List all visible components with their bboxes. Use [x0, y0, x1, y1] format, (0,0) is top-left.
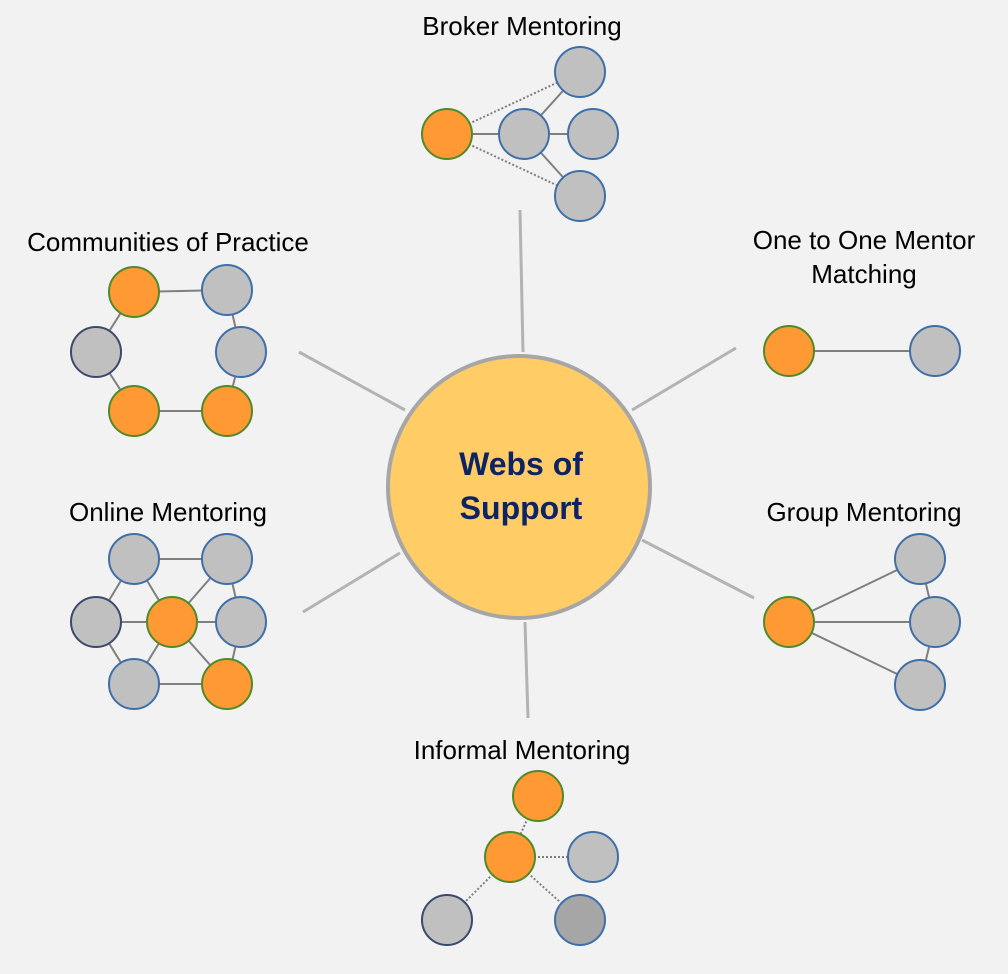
peer-node: [70, 326, 122, 378]
label-communities-of-practice: Communities of Practice: [27, 227, 309, 257]
mentor-node: [894, 659, 946, 711]
mentee-node: [146, 596, 198, 648]
mentee-node: [512, 770, 564, 822]
network-online: [70, 533, 267, 710]
mentor-node: [894, 533, 946, 585]
mentee-node: [484, 831, 536, 883]
label-online-mentoring: Online Mentoring: [69, 497, 267, 527]
mentor-node: [201, 264, 253, 316]
mentee-node: [763, 325, 815, 377]
network-one-to-one: [763, 325, 961, 377]
label-informal-mentoring: Informal Mentoring: [414, 735, 631, 765]
mentee-node: [201, 385, 253, 437]
spoke-one-to-one: [631, 346, 737, 412]
network-informal: [421, 770, 619, 946]
mentee-node: [763, 596, 815, 648]
mentor-node: [108, 533, 160, 585]
label-broker-mentoring: Broker Mentoring: [422, 11, 621, 41]
mentor-node: [498, 108, 550, 160]
spoke-online: [302, 551, 401, 614]
mentor-node-dark: [554, 894, 606, 946]
peer-node: [421, 894, 473, 946]
spoke-broker: [518, 209, 525, 353]
center-hub: Webs of Support: [386, 354, 652, 620]
label-group-mentoring: Group Mentoring: [766, 497, 961, 527]
spoke-group: [641, 538, 755, 600]
network-group: [763, 533, 961, 711]
spoke-communities: [298, 350, 406, 412]
mentor-node: [554, 46, 606, 98]
mentor-node: [909, 325, 961, 377]
mentor-node: [215, 596, 267, 648]
center-circle: [386, 354, 652, 620]
mentor-node: [567, 108, 619, 160]
mentor-node: [215, 326, 267, 378]
mentor-node: [567, 831, 619, 883]
mentor-node: [108, 658, 160, 710]
mentee-node: [108, 266, 160, 318]
network-communities: [70, 264, 267, 437]
label-one-to-one-line2: Matching: [811, 259, 917, 289]
networks: [70, 46, 961, 946]
spokes: [298, 209, 755, 719]
network-broker: [421, 46, 619, 222]
dotted-connection: [509, 795, 539, 858]
label-one-to-one-line1: One to One Mentor: [753, 225, 976, 255]
mentee-node: [108, 385, 160, 437]
peer-node: [70, 596, 122, 648]
center-title-line2: Support: [460, 490, 583, 526]
dotted-connection: [446, 856, 511, 921]
center-title-line1: Webs of: [459, 446, 583, 482]
mentor-node: [554, 170, 606, 222]
spoke-informal: [523, 621, 530, 719]
mentee-node: [201, 658, 253, 710]
mentee-node: [421, 108, 473, 160]
mentor-node: [909, 596, 961, 648]
mentor-node: [201, 533, 253, 585]
